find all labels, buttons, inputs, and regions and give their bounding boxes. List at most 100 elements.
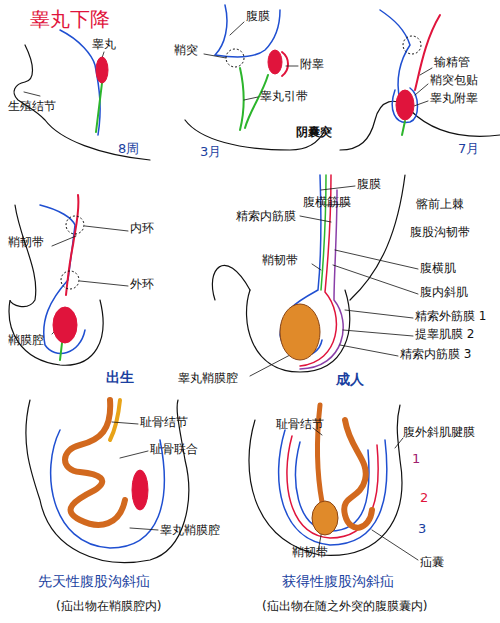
part-label: 睾丸 bbox=[92, 38, 116, 51]
leader-line bbox=[244, 97, 258, 100]
epididymis bbox=[282, 52, 288, 76]
diagram-title: 睾丸下降 bbox=[30, 8, 110, 30]
part-label: 耻骨结节 bbox=[276, 418, 324, 431]
part-label: 睾丸引带 bbox=[260, 90, 308, 103]
leader-line bbox=[204, 54, 226, 58]
gubernaculum bbox=[60, 343, 62, 360]
leader-line bbox=[340, 345, 398, 356]
leader-line bbox=[312, 264, 321, 270]
leader-line bbox=[286, 66, 298, 67]
leader-line bbox=[372, 530, 418, 560]
inguinal-ring bbox=[403, 36, 421, 54]
part-label: 提睾肌膜 2 bbox=[415, 328, 474, 341]
part-label: 睾丸鞘膜腔 bbox=[178, 372, 238, 385]
part-label: 输精管 bbox=[434, 56, 470, 69]
part-label: 内环 bbox=[130, 222, 154, 235]
part-label: 睾丸附睾 bbox=[430, 92, 478, 105]
scrotum-outline bbox=[249, 405, 402, 555]
part-label: 耻骨联合 bbox=[150, 443, 198, 456]
callout-number: 2 bbox=[420, 491, 428, 505]
leader-line bbox=[120, 451, 148, 458]
part-label: 鞘韧带 bbox=[292, 546, 328, 559]
part-label: 附睾 bbox=[300, 58, 324, 71]
part-label: 鞘膜腔 bbox=[8, 334, 44, 347]
hernia-intestine bbox=[344, 420, 372, 528]
stage-label: 7月 bbox=[458, 142, 479, 156]
stage-label: 出生 bbox=[106, 370, 134, 385]
testis-shape bbox=[268, 50, 282, 74]
panel-caption: 获得性腹股沟斜疝 bbox=[282, 574, 394, 589]
inguinal-ring bbox=[66, 216, 84, 234]
fascia-layer bbox=[321, 175, 326, 290]
processus-line bbox=[66, 195, 79, 295]
part-label: 鞘韧带 bbox=[262, 254, 298, 267]
part-label: 生殖结节 bbox=[8, 100, 56, 113]
peritoneum-line bbox=[215, 5, 280, 57]
penis-outline bbox=[212, 265, 250, 300]
leader-line bbox=[343, 330, 413, 336]
leader-line bbox=[130, 528, 158, 530]
leader-line bbox=[321, 186, 355, 190]
caption-note: (疝出物在鞘膜腔内) bbox=[56, 600, 161, 613]
testis-shape bbox=[53, 307, 77, 343]
caption-note: (疝出物在随之外突的腹膜囊内) bbox=[262, 600, 427, 613]
testis-shape bbox=[280, 304, 320, 360]
panel-caption: 先天性腹股沟斜疝 bbox=[38, 574, 150, 589]
gubernaculum bbox=[402, 121, 405, 135]
part-label: 腹外斜肌腱膜 bbox=[403, 426, 475, 439]
leader-line bbox=[335, 250, 418, 269]
part-label: 腹膜 bbox=[246, 10, 270, 23]
leader-line bbox=[250, 355, 290, 376]
leader-line bbox=[414, 101, 428, 106]
part-label: 精索外筋膜 1 bbox=[415, 310, 486, 323]
part-label: 腹横肌 bbox=[420, 262, 456, 275]
testis-shape bbox=[396, 90, 414, 120]
peritoneum-line bbox=[380, 10, 410, 100]
leader-line bbox=[85, 226, 128, 231]
testis-shape bbox=[312, 501, 338, 535]
part-label: 精索内筋膜 3 bbox=[400, 348, 471, 361]
callout-number: 3 bbox=[418, 522, 426, 536]
scrotum-outline bbox=[26, 400, 189, 563]
leader-line bbox=[333, 265, 418, 294]
part-label: 腹股沟韧带 bbox=[410, 226, 470, 239]
peritoneum-line bbox=[40, 205, 85, 353]
part-label: 精索内筋膜 bbox=[236, 210, 296, 223]
leader-line bbox=[112, 422, 138, 424]
hernia-intestine bbox=[65, 400, 125, 525]
leader-line bbox=[415, 84, 428, 95]
testis-shape bbox=[132, 470, 148, 510]
stage-label: 8周 bbox=[118, 142, 139, 156]
part-label: 疝囊 bbox=[420, 556, 444, 569]
part-label: 外环 bbox=[130, 278, 154, 291]
fascia-layer bbox=[279, 430, 387, 545]
part-label: 阴囊突 bbox=[296, 126, 332, 139]
part-label: 睾丸鞘膜腔 bbox=[160, 524, 220, 537]
leader-line bbox=[80, 281, 128, 286]
leader-line bbox=[345, 310, 413, 318]
part-label: 腹内斜肌 bbox=[420, 286, 468, 299]
gubernaculum bbox=[96, 83, 102, 132]
part-label: 鞘突包贴 bbox=[430, 74, 478, 87]
leader-line bbox=[230, 22, 244, 35]
inguinal-ring bbox=[61, 271, 79, 289]
inguinal-ring bbox=[226, 49, 244, 67]
part-label: 髂前上棘 bbox=[416, 198, 464, 211]
part-label: 耻骨结节 bbox=[140, 416, 188, 429]
tunica-layer bbox=[51, 430, 165, 548]
leader-line bbox=[24, 92, 40, 96]
leader-line bbox=[52, 236, 76, 246]
stage-label: 成人 bbox=[336, 372, 364, 387]
gubernaculum bbox=[240, 68, 244, 130]
body-outline bbox=[350, 175, 405, 300]
part-label: 腹膜 bbox=[357, 178, 381, 191]
part-label: 鞘突 bbox=[174, 44, 198, 57]
spermatic-cord bbox=[110, 400, 120, 440]
callout-number: 1 bbox=[412, 452, 420, 466]
part-label: 鞘韧带 bbox=[8, 236, 44, 249]
leader-line bbox=[395, 438, 403, 448]
testis-shape bbox=[96, 57, 108, 83]
stage-label: 3月 bbox=[200, 145, 221, 159]
leader-line bbox=[300, 216, 331, 222]
